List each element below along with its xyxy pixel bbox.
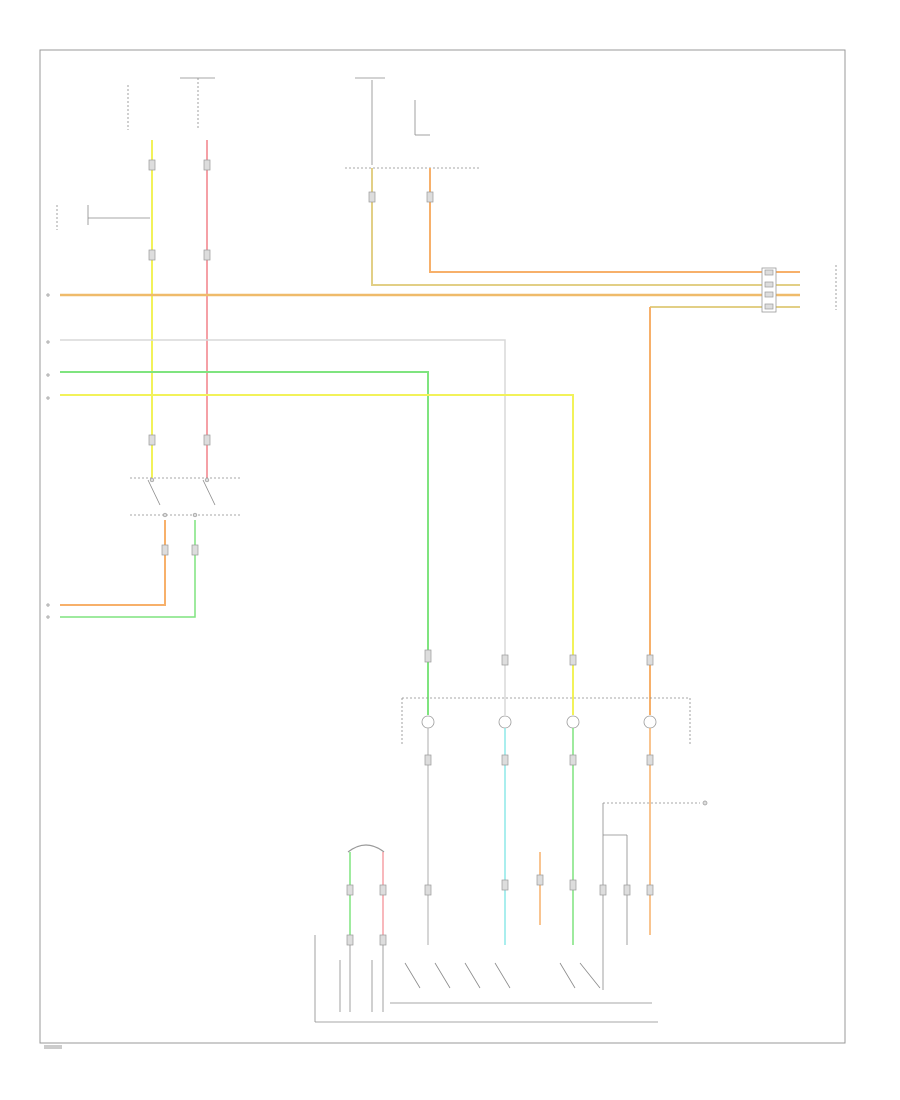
relay-node-1 — [149, 477, 155, 483]
pin-markers — [148, 159, 654, 946]
relay-node-3 — [162, 512, 168, 518]
control-module — [401, 697, 691, 745]
wire-orange-top — [429, 168, 800, 273]
bottom-switch-assembly — [314, 935, 658, 1023]
relay-contact-2 — [202, 479, 216, 506]
relay-node-4 — [192, 512, 198, 518]
relay-node-2 — [204, 477, 210, 483]
branch-terminal — [702, 800, 708, 806]
wire-orange-lower — [60, 520, 166, 606]
diagram-frame — [39, 49, 846, 1044]
wire-tan-top — [371, 168, 800, 286]
footer-tag — [44, 1045, 62, 1049]
relay-contact-1 — [147, 479, 161, 506]
wire-yellow-right — [60, 394, 574, 715]
wire-green-lower — [60, 520, 196, 618]
wire-white — [60, 339, 506, 715]
wire-green — [60, 371, 429, 715]
right-connector — [761, 265, 837, 313]
left-terminals — [46, 293, 50, 619]
switch-arc — [347, 844, 385, 853]
